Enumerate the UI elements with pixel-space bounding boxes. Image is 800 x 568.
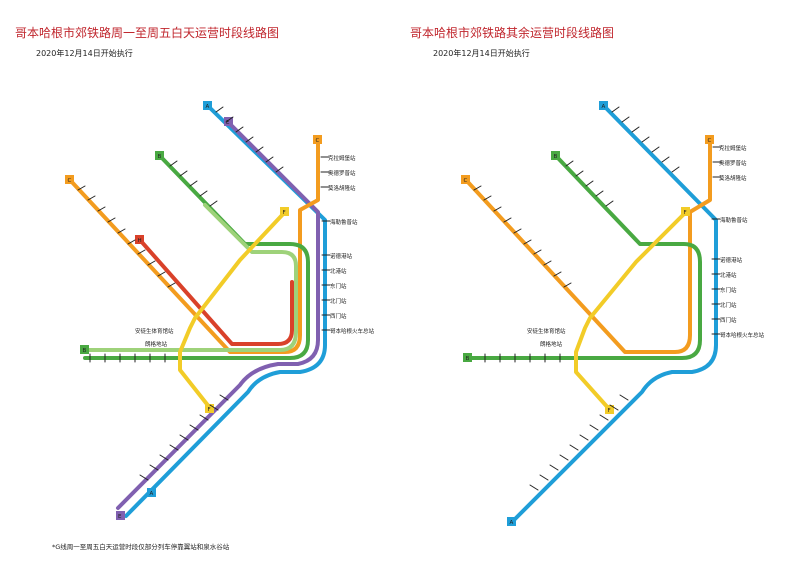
line-f-path [180, 212, 285, 408]
svg-text:H: H [138, 238, 142, 244]
svg-text:A: A [602, 104, 606, 110]
line-a-path-right [512, 106, 716, 522]
svg-text:克拉姆堡站: 克拉姆堡站 [328, 154, 356, 162]
svg-text:朗格地站: 朗格地站 [540, 340, 563, 348]
svg-text:西门站: 西门站 [330, 312, 347, 320]
svg-text:海勒鲁普站: 海勒鲁普站 [720, 216, 748, 224]
svg-text:F: F [208, 407, 211, 413]
svg-text:朗格地站: 朗格地站 [145, 340, 168, 348]
svg-text:F: F [608, 408, 611, 414]
svg-text:A: A [510, 520, 514, 526]
svg-text:北港站: 北港站 [720, 271, 737, 279]
left-network-map: A E C B C H F B F E A 克拉姆堡站 奥德罗普站 莫洛胡隆站 … [65, 101, 375, 520]
svg-text:F: F [283, 210, 286, 216]
svg-text:莫洛胡隆站: 莫洛胡隆站 [719, 174, 747, 182]
svg-text:B: B [83, 348, 87, 354]
svg-text:北门站: 北门站 [720, 301, 737, 309]
svg-text:C: C [68, 178, 72, 184]
svg-text:北门站: 北门站 [330, 297, 347, 305]
svg-text:西门站: 西门站 [720, 316, 737, 324]
svg-text:克拉姆堡站: 克拉姆堡站 [719, 144, 747, 152]
svg-text:安徒生体育馆站: 安徒生体育馆站 [135, 327, 174, 335]
svg-text:海勒鲁普站: 海勒鲁普站 [330, 218, 358, 226]
svg-text:C: C [464, 178, 468, 184]
svg-text:C: C [708, 138, 712, 144]
right-station-ticks [474, 107, 721, 490]
svg-text:B: B [466, 356, 470, 362]
line-e-path [118, 122, 318, 508]
svg-text:奥德罗普站: 奥德罗普站 [328, 169, 356, 177]
svg-text:东门站: 东门站 [330, 282, 347, 290]
svg-text:哥本哈根火车总站: 哥本哈根火车总站 [720, 331, 765, 339]
svg-text:B: B [554, 154, 558, 160]
svg-text:安徒生体育馆站: 安徒生体育馆站 [527, 327, 566, 335]
svg-text:A: A [150, 491, 154, 497]
svg-text:F: F [684, 210, 687, 216]
svg-text:诺德港站: 诺德港站 [720, 256, 743, 264]
line-f-path-right [576, 212, 686, 410]
svg-text:诺德港站: 诺德港站 [330, 252, 353, 260]
svg-text:C: C [316, 138, 320, 144]
svg-text:东门站: 东门站 [720, 286, 737, 294]
line-b-path [85, 156, 308, 358]
svg-text:北港站: 北港站 [330, 267, 347, 275]
svg-text:E: E [118, 514, 122, 520]
svg-text:B: B [158, 154, 162, 160]
svg-text:A: A [206, 104, 210, 110]
svg-text:莫洛胡隆站: 莫洛胡隆站 [328, 184, 356, 192]
right-network-map: A C B C F B F A 克拉姆堡站 奥德罗普站 莫洛胡隆站 海勒鲁普站 … [461, 101, 765, 526]
svg-text:哥本哈根火车总站: 哥本哈根火车总站 [330, 327, 375, 335]
svg-text:奥德罗普站: 奥德罗普站 [719, 159, 747, 167]
